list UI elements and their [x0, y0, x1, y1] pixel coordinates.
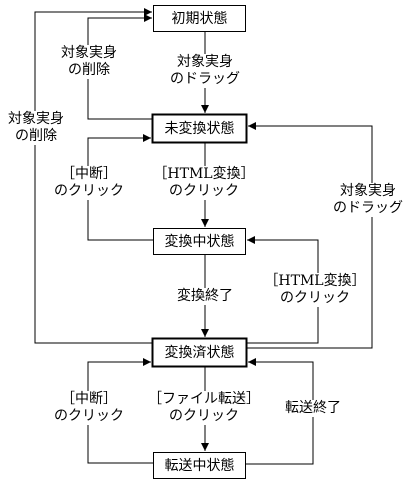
- label-line: のクリック: [169, 183, 239, 199]
- label-line: 転送終了: [285, 400, 341, 416]
- label-line: のクリック: [280, 290, 350, 306]
- label-line: 対象実身: [340, 183, 396, 199]
- label-line: のクリック: [54, 408, 124, 424]
- label-line: のクリック: [54, 183, 124, 199]
- state-converting: 変換中状態: [164, 234, 235, 250]
- label-line: の削除: [15, 128, 57, 144]
- label-line: のクリック: [169, 408, 239, 424]
- label-cancel-convert: ［中断］ のクリック: [46, 166, 132, 200]
- state-box-unconverted: [151, 113, 248, 144]
- state-box-converted: [151, 337, 248, 368]
- label-delete-to-initial: 対象実身 の削除: [44, 45, 134, 79]
- state-initial: 初期状態: [171, 11, 228, 27]
- label-line: 対象実身: [177, 54, 233, 70]
- label-transfer-done: 転送終了: [276, 400, 350, 417]
- label-line: ［HTML変換］: [264, 273, 366, 289]
- edge-drag-converted-unconverted: [247, 122, 373, 349]
- label-right-drag: 対象実身 のドラッグ: [328, 183, 408, 217]
- label-drag-to-unconverted: 対象実身 のドラッグ: [155, 54, 255, 88]
- label-cancel-transfer: ［中断］ のクリック: [46, 391, 132, 425]
- state-box-transferring: [153, 452, 246, 479]
- state-box-initial: [153, 5, 246, 32]
- label-html-convert: ［HTML変換］ のクリック: [148, 166, 260, 200]
- label-line: ［中断］: [61, 391, 117, 407]
- label-line: ［HTML変換］: [153, 166, 255, 182]
- label-outer-delete: 対象実身 の削除: [0, 111, 72, 145]
- label-line: の削除: [68, 62, 110, 78]
- label-line: 対象実身: [61, 45, 117, 61]
- label-html-convert-again: ［HTML変換］ のクリック: [260, 273, 370, 307]
- state-box-converting: [153, 228, 246, 255]
- edge-delete-converted-initial: [34, 8, 153, 344]
- label-convert-done: 変換終了: [163, 288, 247, 305]
- label-line: のドラッグ: [333, 200, 403, 216]
- label-line: 変換終了: [177, 288, 233, 304]
- label-file-transfer: ［ファイル転送］ のクリック: [139, 391, 269, 425]
- state-transferring: 転送中状態: [164, 458, 235, 474]
- state-converted: 変換済状態: [164, 345, 235, 361]
- label-line: ［ファイル転送］: [148, 391, 260, 407]
- label-line: ［中断］: [61, 166, 117, 182]
- label-line: 対象実身: [8, 111, 64, 127]
- state-unconverted: 未変換状態: [164, 121, 235, 137]
- label-line: のドラッグ: [170, 71, 240, 87]
